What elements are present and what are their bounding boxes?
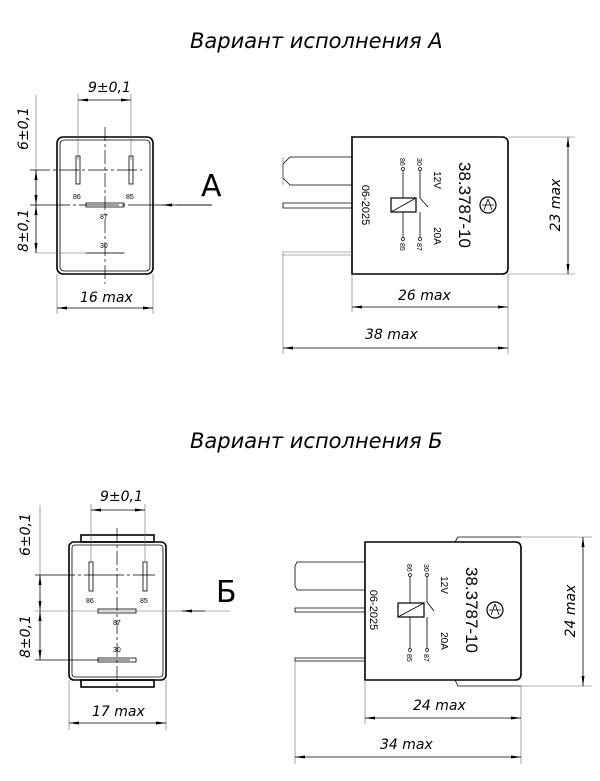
pin-87 xyxy=(85,202,125,208)
pin-label-86: 86 xyxy=(86,598,94,605)
pin-label-87: 87 xyxy=(113,620,121,627)
variant-a-front-view: 86 85 87 30 9±0,1 6±0,1 8±0,1 16 max А xyxy=(16,80,222,314)
svg-text:87: 87 xyxy=(422,654,429,662)
part-number: 38.3787-10 xyxy=(462,567,481,653)
view-letter: А xyxy=(201,169,222,204)
dim-upper: 6±0,1 xyxy=(16,107,32,150)
pin-30 xyxy=(97,657,137,663)
current: 20A xyxy=(438,632,449,650)
pin-label-30: 30 xyxy=(100,243,108,250)
pin-label-85: 85 xyxy=(126,194,134,201)
svg-text:86: 86 xyxy=(405,564,412,572)
dim-height: 24 max xyxy=(563,584,579,637)
manufacturer-logo-icon xyxy=(479,196,497,214)
variant-b-front-view: 86 85 87 30 9±0,1 6±0,1 8±0,1 17 max Б xyxy=(18,489,237,730)
dim-total-length: 38 max xyxy=(365,327,418,343)
dim-width: 17 max xyxy=(92,704,145,720)
date-code: 06-2025 xyxy=(367,590,379,630)
view-letter: Б xyxy=(216,575,237,610)
dim-width: 16 max xyxy=(80,290,133,306)
svg-text:86: 86 xyxy=(398,158,405,166)
variant-b-side-view: 86 30 85 87 38.3787-10 12V 20A 06-2025 2… xyxy=(294,536,592,764)
manufacturer-logo-icon xyxy=(486,601,504,619)
pin-85 xyxy=(142,561,148,592)
svg-text:30: 30 xyxy=(415,158,422,166)
variant-a-title: Вариант исполнения А xyxy=(190,29,443,53)
variant-b-title: Вариант исполнения Б xyxy=(190,429,443,453)
part-number: 38.3787-10 xyxy=(455,162,474,248)
pin-label-87: 87 xyxy=(100,214,108,221)
svg-text:85: 85 xyxy=(398,243,405,251)
dim-total-length: 34 max xyxy=(380,737,433,753)
dim-body-length: 26 max xyxy=(398,288,451,304)
variant-a-side-view: 86 30 85 87 38.3787-10 12V 20A 06-2025 2… xyxy=(282,136,575,354)
pin-label-86: 86 xyxy=(73,194,81,201)
dim-upper: 6±0,1 xyxy=(18,513,34,556)
pin-label-85: 85 xyxy=(140,598,148,605)
svg-text:85: 85 xyxy=(405,654,412,662)
pin-87 xyxy=(97,608,137,614)
voltage: 12V xyxy=(431,171,442,189)
pin-label-30: 30 xyxy=(113,647,121,654)
pin-86 xyxy=(88,561,94,592)
dim-pin-spacing: 9±0,1 xyxy=(100,489,143,505)
dim-lower: 8±0,1 xyxy=(18,615,34,658)
date-code: 06-2025 xyxy=(359,185,371,225)
dim-pin-spacing: 9±0,1 xyxy=(88,80,131,96)
dim-lower: 8±0,1 xyxy=(16,209,32,252)
svg-text:30: 30 xyxy=(422,564,429,572)
voltage: 12V xyxy=(438,576,449,594)
current: 20A xyxy=(431,227,442,245)
dim-body-length: 24 max xyxy=(413,698,466,714)
svg-text:87: 87 xyxy=(415,243,422,251)
dim-height: 23 max xyxy=(548,178,564,231)
